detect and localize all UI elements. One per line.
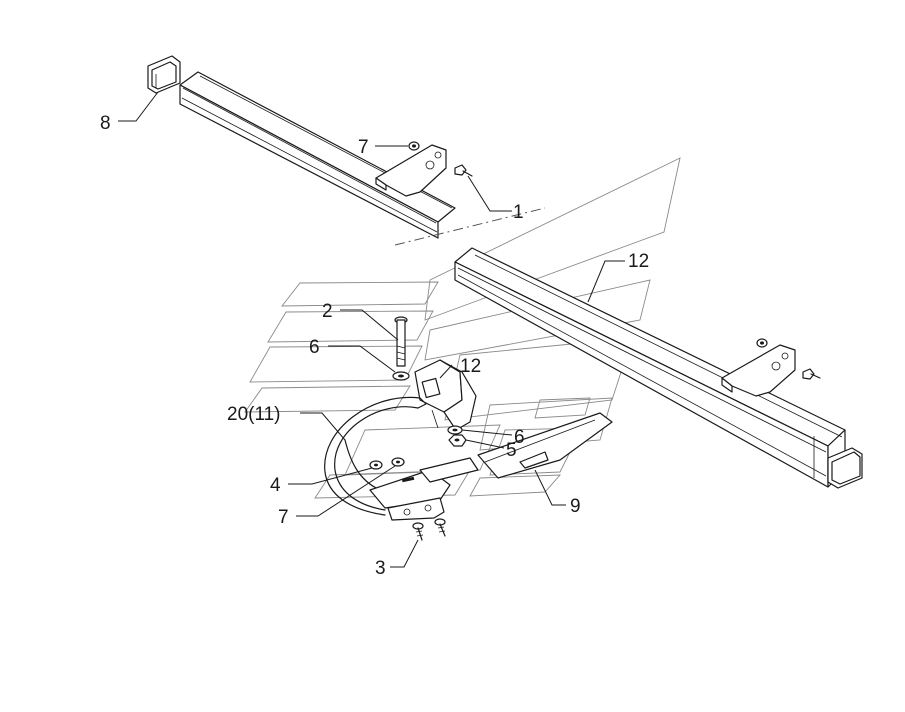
right-bracket — [721, 338, 821, 397]
part-label-6-lower: 6 — [514, 427, 525, 448]
part-label-9: 9 — [570, 496, 581, 517]
washer-icon — [392, 371, 410, 381]
end-cap-right — [827, 447, 863, 489]
washer-icon — [447, 425, 463, 435]
part-label-2: 2 — [322, 301, 333, 322]
bolt-icon — [412, 522, 424, 541]
spring-tine — [324, 396, 427, 516]
end-cap-left — [147, 55, 181, 94]
part-label-8: 8 — [100, 113, 111, 134]
part-label-12-lower: 12 — [460, 356, 481, 377]
nut-icon — [369, 460, 383, 470]
part-label-6-upper: 6 — [309, 337, 320, 358]
part-label-4: 4 — [270, 475, 281, 496]
upper-bracket — [375, 144, 447, 197]
nut-icon — [391, 457, 405, 467]
part-label-1: 1 — [513, 202, 524, 223]
part-label-7-upper: 7 — [358, 137, 369, 158]
share-point — [477, 412, 613, 479]
nut-icon — [448, 434, 467, 447]
bolt-icon — [394, 316, 408, 367]
part-label-20-11: 20(11) — [227, 404, 281, 425]
part-label-12-upper: 12 — [628, 251, 649, 272]
bolt-icon — [454, 164, 473, 177]
part-label-7-lower: 7 — [278, 507, 289, 528]
part-label-5: 5 — [506, 440, 517, 461]
leader-lines — [118, 91, 625, 568]
bolt-icon — [434, 518, 446, 537]
clamp-bracket — [414, 359, 477, 431]
part-labels: 8 7 1 12 2 6 12 20(11) 6 5 4 9 7 3 — [100, 113, 649, 579]
part-label-3: 3 — [375, 558, 386, 579]
nut-icon — [408, 141, 420, 151]
shank-plate — [369, 457, 479, 521]
